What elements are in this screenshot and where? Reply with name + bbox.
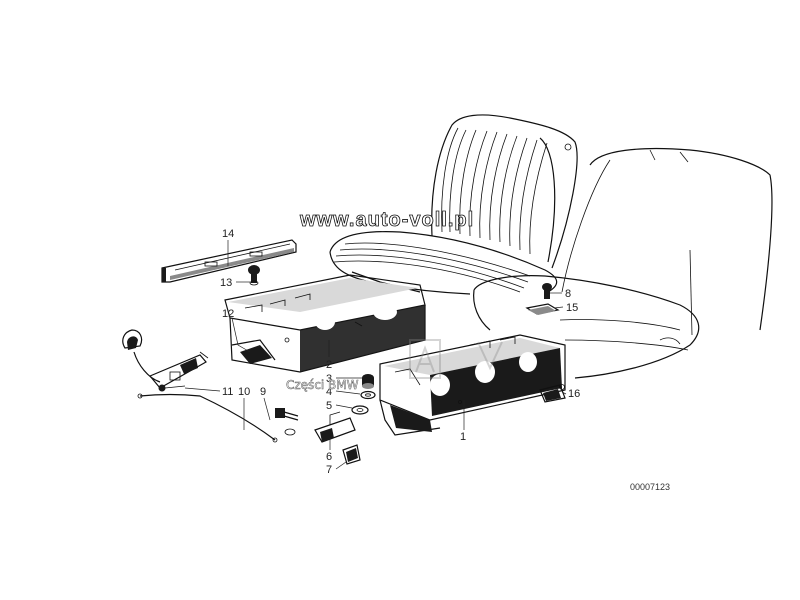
callout-15: 15: [566, 302, 578, 314]
callout-10: 10: [238, 386, 250, 398]
part-13-knob: [248, 265, 260, 286]
callout-7: 7: [326, 464, 332, 476]
watermark: www.auto-voll.pl Części BMW: [286, 209, 503, 392]
seat-illustration: [329, 114, 773, 379]
part-14-rail: [161, 239, 297, 283]
leader-lines: [184, 240, 567, 470]
callout-9: 9: [260, 386, 266, 398]
callout-5: 5: [326, 400, 332, 412]
backrest-pleats: [449, 129, 548, 255]
watermark-parts-label: Części BMW: [286, 378, 359, 392]
callout-1: 1: [460, 431, 466, 443]
callout-12: 12: [222, 308, 234, 320]
part-5-washer: [351, 405, 369, 415]
part-2-housing: [224, 274, 426, 373]
part-10-cable: [137, 393, 278, 443]
watermark-logo: [409, 339, 503, 379]
watermark-site: www.auto-voll.pl: [299, 209, 474, 231]
callout-11: 11: [222, 386, 233, 398]
part-11-screw: [158, 384, 186, 392]
callout-2: 2: [326, 359, 332, 371]
callout-3: 3: [326, 373, 332, 385]
part-15-pad: [525, 303, 560, 315]
part-4-washer: [360, 390, 376, 400]
part-6-bracket: [314, 411, 356, 443]
diagram-id: 00007123: [630, 482, 670, 492]
callout-16: 16: [568, 388, 580, 400]
callout-14: 14: [222, 228, 234, 240]
part-7-clip: [342, 444, 361, 465]
callout-4: 4: [326, 386, 332, 398]
part-8-knob: [542, 283, 552, 299]
cushion-pleats: [333, 242, 531, 293]
part-12-lever: [122, 329, 209, 389]
callout-8: 8: [565, 288, 571, 300]
part-9-bolt: [275, 408, 299, 436]
part-3-bushing: [362, 374, 374, 389]
callout-6: 6: [326, 451, 332, 463]
callout-labels: 14 13 12 11 10 9 2 3 4 5 6 7 1 8 15 16: [220, 228, 580, 476]
part-16-latch: [539, 384, 566, 403]
part-1-housing: [379, 334, 566, 436]
callout-13: 13: [220, 277, 232, 289]
